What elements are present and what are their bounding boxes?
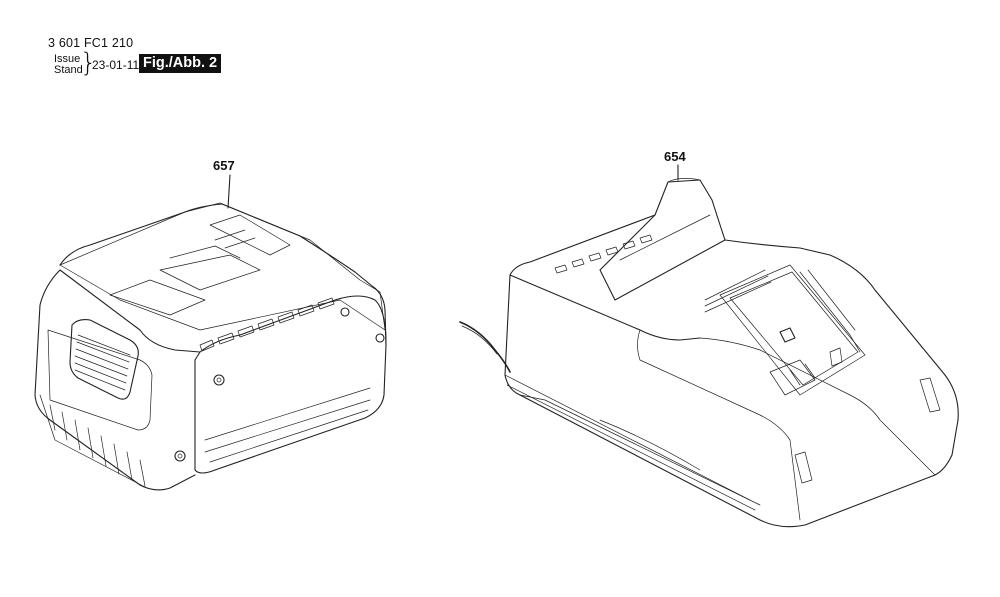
issue-date: 23-01-11	[92, 58, 140, 72]
battery-pack-drawing	[34, 174, 387, 491]
part-number: 3 601 FC1 210	[48, 36, 134, 50]
callout-657: 657	[213, 158, 235, 173]
charger-drawing	[459, 164, 959, 528]
issue-label: Issue	[54, 53, 81, 65]
callout-654: 654	[664, 149, 686, 164]
drawing-header: 3 601 FC1 210 Issue Stand } 23-01-11 Fig…	[48, 36, 268, 86]
brace-symbol: }	[80, 48, 97, 78]
leader-line-657	[227, 174, 231, 209]
stand-label: Stand	[54, 64, 83, 76]
figure-label: Fig./Abb. 2	[139, 54, 222, 73]
